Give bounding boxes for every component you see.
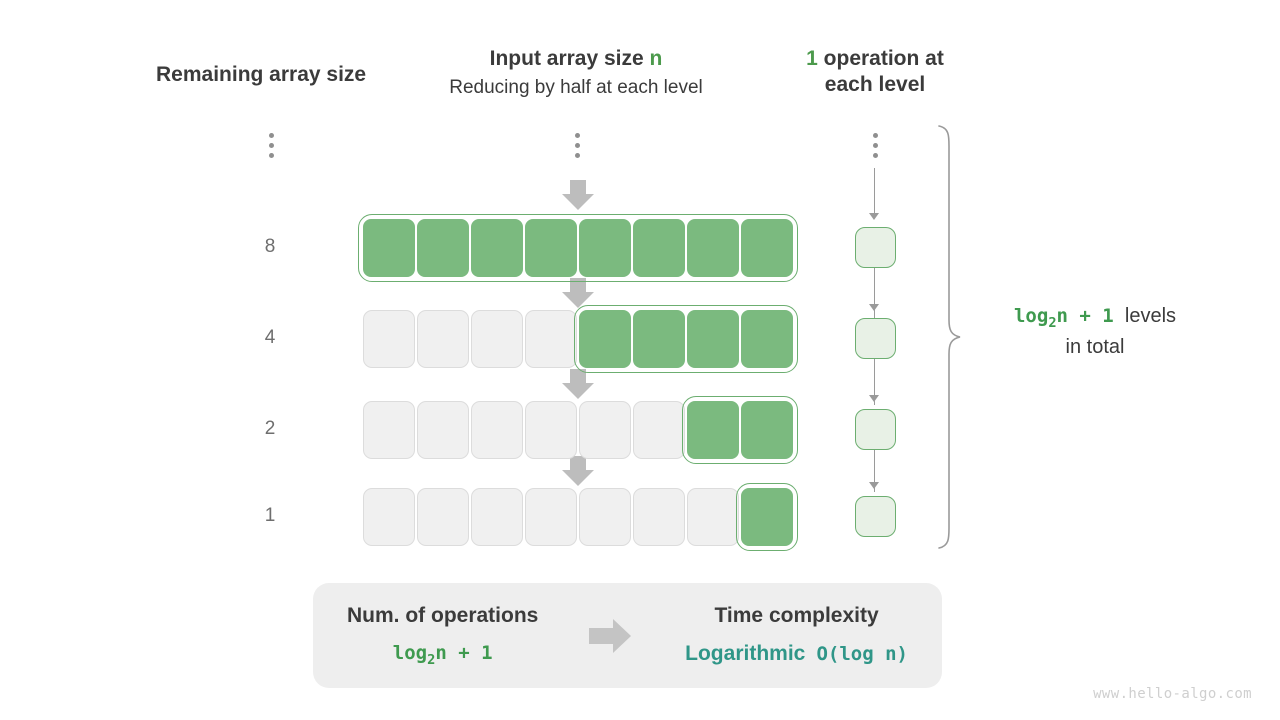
halving-arrow-2	[562, 369, 594, 399]
levels-suffix: levels	[1124, 305, 1177, 327]
array-cell-active	[579, 219, 631, 277]
array-cell-inactive	[525, 310, 577, 368]
op-connector-arrowhead-3	[869, 482, 879, 489]
halving-arrow-0	[562, 180, 594, 210]
array-cell-inactive	[471, 310, 523, 368]
vertical-ellipsis-icon-right	[870, 133, 880, 158]
summary-operations-value: log2n + 1	[347, 638, 538, 671]
summary-right-arrow-icon	[588, 618, 635, 653]
operation-box-3	[855, 496, 896, 537]
header-right-count: 1	[806, 47, 818, 70]
array-cell-inactive	[633, 488, 685, 546]
header-middle-subtitle: Reducing by half at each level	[449, 77, 703, 99]
array-cell-inactive	[417, 310, 469, 368]
summary-complexity-column: Time complexity Logarithmic O(log n)	[685, 600, 908, 670]
operation-box-0	[855, 227, 896, 268]
array-cell-inactive	[471, 401, 523, 459]
header-left-title: Remaining array size	[156, 63, 367, 86]
summary-operations-title: Num. of operations	[347, 604, 539, 628]
row-label-2: 2	[264, 418, 276, 439]
array-cell-active	[687, 219, 739, 277]
summary-operations-column: Num. of operations log2n + 1	[347, 600, 538, 671]
array-cell-active	[525, 219, 577, 277]
header-right-title-line1: 1 operation at	[780, 46, 970, 72]
array-cells	[362, 401, 794, 459]
row-label-0: 8	[264, 236, 276, 257]
array-cell-inactive	[633, 401, 685, 459]
vertical-ellipsis-icon-left	[266, 133, 276, 158]
array-cell-active	[633, 310, 685, 368]
summary-complexity-word: Logarithmic	[685, 642, 806, 665]
array-cell-active	[471, 219, 523, 277]
operation-box-2	[855, 409, 896, 450]
summary-complexity-notation: O(log n)	[816, 643, 908, 665]
watermark: www.hello-algo.com	[1093, 686, 1252, 702]
header-middle-variable: n	[649, 47, 663, 70]
array-cell-inactive	[471, 488, 523, 546]
array-cell-active	[579, 310, 631, 368]
header-remaining-array-size: Remaining array size	[156, 62, 386, 88]
array-cell-inactive	[363, 401, 415, 459]
halving-arrow-1	[562, 278, 594, 308]
array-cell-inactive	[687, 488, 739, 546]
array-row	[362, 396, 798, 464]
header-middle-title-text: Input array size	[489, 47, 650, 70]
array-cell-inactive	[417, 401, 469, 459]
summary-panel: Num. of operations log2n + 1 Time comple…	[313, 583, 942, 688]
op-connector-arrowhead-0	[869, 213, 879, 220]
array-cell-inactive	[579, 488, 631, 546]
array-cell-inactive	[363, 488, 415, 546]
levels-formula: log2n + 1	[1013, 305, 1114, 331]
array-cell-inactive	[525, 401, 577, 459]
array-cell-active	[741, 488, 793, 546]
summary-operations-formula: log2n + 1	[392, 641, 493, 668]
header-right-title-rest: operation at	[817, 47, 944, 70]
vertical-ellipsis-icon-middle	[572, 133, 582, 158]
array-cell-active	[687, 401, 739, 459]
op-connector-1	[874, 268, 876, 318]
op-connector-2	[874, 359, 876, 405]
array-cell-inactive	[525, 488, 577, 546]
header-input-array-size: Input array size n Reducing by half at e…	[386, 46, 766, 100]
array-cell-active	[741, 401, 793, 459]
levels-total-note: log2n + 1 levels in total	[975, 302, 1215, 361]
op-connector-arrowhead-2	[869, 395, 879, 402]
levels-brace-icon	[938, 125, 961, 549]
op-connector-arrowhead-1	[869, 304, 879, 311]
levels-note-line2: in total	[1065, 335, 1125, 358]
array-row	[362, 483, 798, 551]
array-row	[358, 214, 798, 282]
array-cells	[362, 488, 794, 546]
row-label-3: 1	[264, 505, 276, 526]
summary-complexity-title: Time complexity	[714, 604, 879, 628]
array-cells	[362, 310, 794, 368]
array-cell-active	[633, 219, 685, 277]
array-cell-active	[363, 219, 415, 277]
array-cell-inactive	[579, 401, 631, 459]
row-label-1: 4	[264, 327, 276, 348]
op-connector-0	[874, 168, 876, 218]
array-cell-inactive	[417, 488, 469, 546]
halving-arrow-3	[562, 456, 594, 486]
array-cell-active	[741, 310, 793, 368]
array-cell-active	[417, 219, 469, 277]
header-right-title-line2: each level	[824, 73, 926, 97]
array-cell-inactive	[363, 310, 415, 368]
header-middle-title: Input array size n	[386, 46, 766, 72]
array-cells	[362, 219, 794, 277]
array-cell-active	[687, 310, 739, 368]
operation-box-1	[855, 318, 896, 359]
op-connector-3	[874, 450, 876, 492]
array-cell-active	[741, 219, 793, 277]
levels-note-line1: log2n + 1 levels	[975, 302, 1215, 333]
header-operations: 1 operation at each level	[780, 46, 970, 99]
summary-complexity-value: Logarithmic O(log n)	[685, 638, 908, 671]
array-row	[362, 305, 798, 373]
